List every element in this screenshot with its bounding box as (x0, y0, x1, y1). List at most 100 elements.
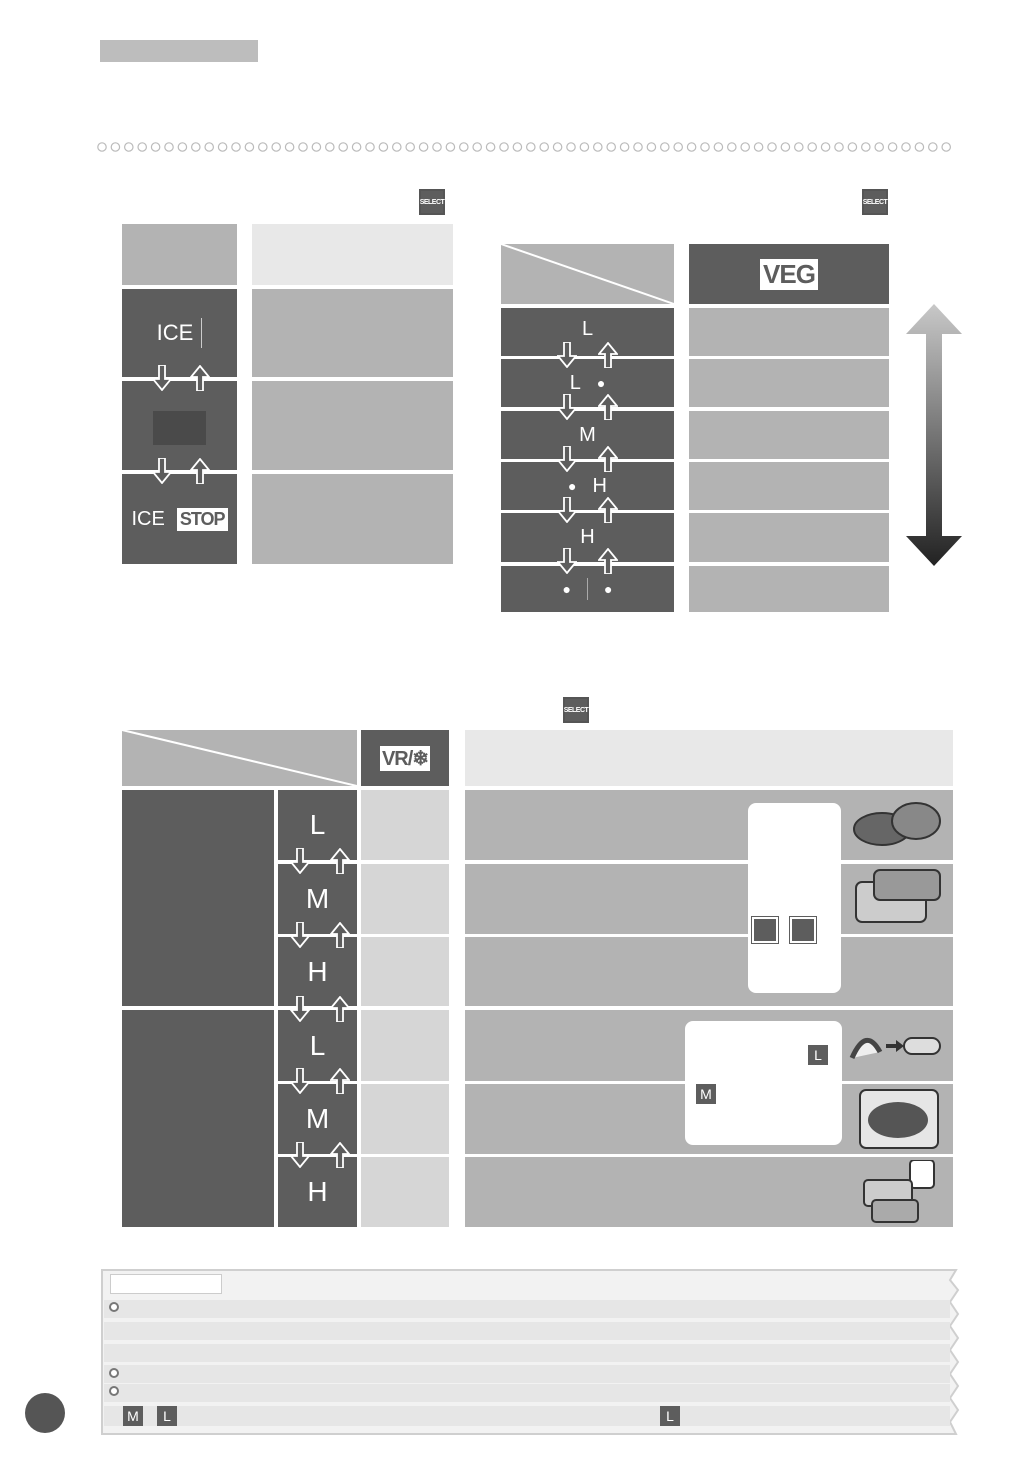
ice-row-3-mode: ICE STOP (122, 474, 237, 564)
note-line-2 (104, 1322, 950, 1340)
banana-candy-illustration-icon (846, 1022, 946, 1068)
vr-row-4-level: L (278, 1010, 357, 1081)
down-arrow-icon (152, 458, 172, 484)
up-arrow-icon (330, 922, 350, 948)
vr-group-2 (122, 1010, 274, 1227)
up-arrow-icon (330, 848, 350, 874)
ice-table-header-left (122, 224, 237, 285)
bagged-fish-illustration-icon (858, 1088, 940, 1150)
ice-label: ICE (131, 507, 165, 530)
up-arrow-icon (190, 458, 210, 484)
note-bullet-2 (109, 1368, 119, 1378)
vr-level-letter: L (309, 809, 326, 840)
note-line-1 (104, 1300, 950, 1318)
veg-table-corner (501, 244, 674, 304)
note-bullet-3 (109, 1386, 119, 1396)
vr-level-letter: L (309, 1029, 326, 1061)
veg-level-left: H (580, 526, 595, 548)
vr-group-1 (122, 790, 274, 1006)
up-arrow-icon (330, 996, 350, 1022)
veg-row-6-level: ●● (501, 566, 674, 612)
veg-row-2-desc (689, 359, 889, 407)
vr-table-corner (122, 730, 357, 786)
vr-row-6-value (361, 1157, 449, 1227)
down-arrow-icon (557, 548, 577, 574)
vr-row-3-level: H (278, 937, 357, 1006)
up-arrow-icon (598, 394, 618, 420)
veg-level-left: M (579, 423, 596, 446)
vr-level-letter: M (305, 883, 330, 914)
vr-row-2-level: M (278, 864, 357, 934)
vr-level-letter: H (307, 1176, 328, 1207)
veg-level-left: L (569, 371, 581, 394)
select-button-icon-3: SELECT (563, 697, 589, 723)
note-bullet-1 (109, 1302, 119, 1312)
ice-label: ICE (156, 320, 194, 345)
down-arrow-icon (557, 446, 577, 472)
vr-row-2-value (361, 864, 449, 934)
frozen-food-illustration-icon (862, 1159, 942, 1224)
vr-row-4-value (361, 1010, 449, 1081)
vr-row-5-level: M (278, 1084, 357, 1154)
veg-row-5-desc (689, 513, 889, 562)
veg-row-3-level: M (501, 411, 674, 459)
vr-level-letter: M (305, 1103, 330, 1134)
vr-row-5-value (361, 1084, 449, 1154)
veg-row-4-level: ●H (501, 462, 674, 510)
packaged-meat-illustration-icon (852, 866, 944, 928)
up-arrow-icon (330, 1068, 350, 1094)
veg-row-5-level: H (501, 513, 674, 562)
ice-row-2-desc (252, 381, 453, 470)
veg-row-4-desc (689, 462, 889, 510)
ice-row-1-mode: ICE (122, 289, 237, 377)
notes-title-tab (110, 1274, 222, 1294)
veg-row-2-level: L● (501, 359, 674, 407)
separator (587, 578, 588, 600)
dotted-divider (97, 142, 951, 152)
veg-row-3-desc (689, 411, 889, 459)
veg-level-right: ● (596, 375, 606, 391)
ice-table-header-right (252, 224, 453, 285)
note-line-6 (104, 1406, 950, 1426)
down-arrow-icon (557, 497, 577, 523)
ice-row-2-mode (122, 381, 237, 470)
up-arrow-icon (598, 342, 618, 368)
up-arrow-icon (330, 1142, 350, 1168)
vr-row-6-level: H (278, 1157, 357, 1227)
veg-level-right: H (592, 474, 607, 497)
vr-row-1-level: L (278, 790, 357, 860)
vr-level-letter: H (307, 955, 328, 987)
veg-row-1-desc (689, 308, 889, 356)
gradient-double-arrow-icon (906, 304, 962, 566)
ice-row-3-desc (252, 474, 453, 564)
hot-freeze-icon (789, 916, 817, 944)
down-arrow-icon (290, 1068, 310, 1094)
note-level-l-badge: L (157, 1406, 177, 1426)
up-arrow-icon (598, 548, 618, 574)
vr-row-3-value (361, 937, 449, 1006)
vr-row-3-desc (465, 937, 953, 1006)
up-arrow-icon (598, 497, 618, 523)
vr-info-box-2: L M (685, 1021, 842, 1145)
veg-label: VEG (760, 258, 818, 290)
vr-header-desc (465, 730, 953, 786)
down-arrow-icon (152, 365, 172, 391)
stop-badge: STOP (176, 507, 228, 531)
note-line-5 (104, 1384, 950, 1402)
section-label-bar (100, 40, 258, 62)
level-m-badge: M (696, 1084, 716, 1104)
freeze-icon (751, 916, 779, 944)
note-line-3 (104, 1344, 950, 1362)
veg-level-left: ● (568, 478, 577, 494)
veg-row-6-desc (689, 566, 889, 612)
vr-info-box-1 (748, 803, 841, 993)
up-arrow-icon (190, 365, 210, 391)
select-button-icon-2: SELECT (862, 189, 888, 215)
note-level-l-badge-2: L (660, 1406, 680, 1426)
down-arrow-icon (557, 394, 577, 420)
page-number-circle (25, 1393, 65, 1433)
vr-row-1-value (361, 790, 449, 860)
down-arrow-icon (290, 922, 310, 948)
down-arrow-icon (290, 1142, 310, 1168)
veg-row-1-level: L (501, 308, 674, 356)
